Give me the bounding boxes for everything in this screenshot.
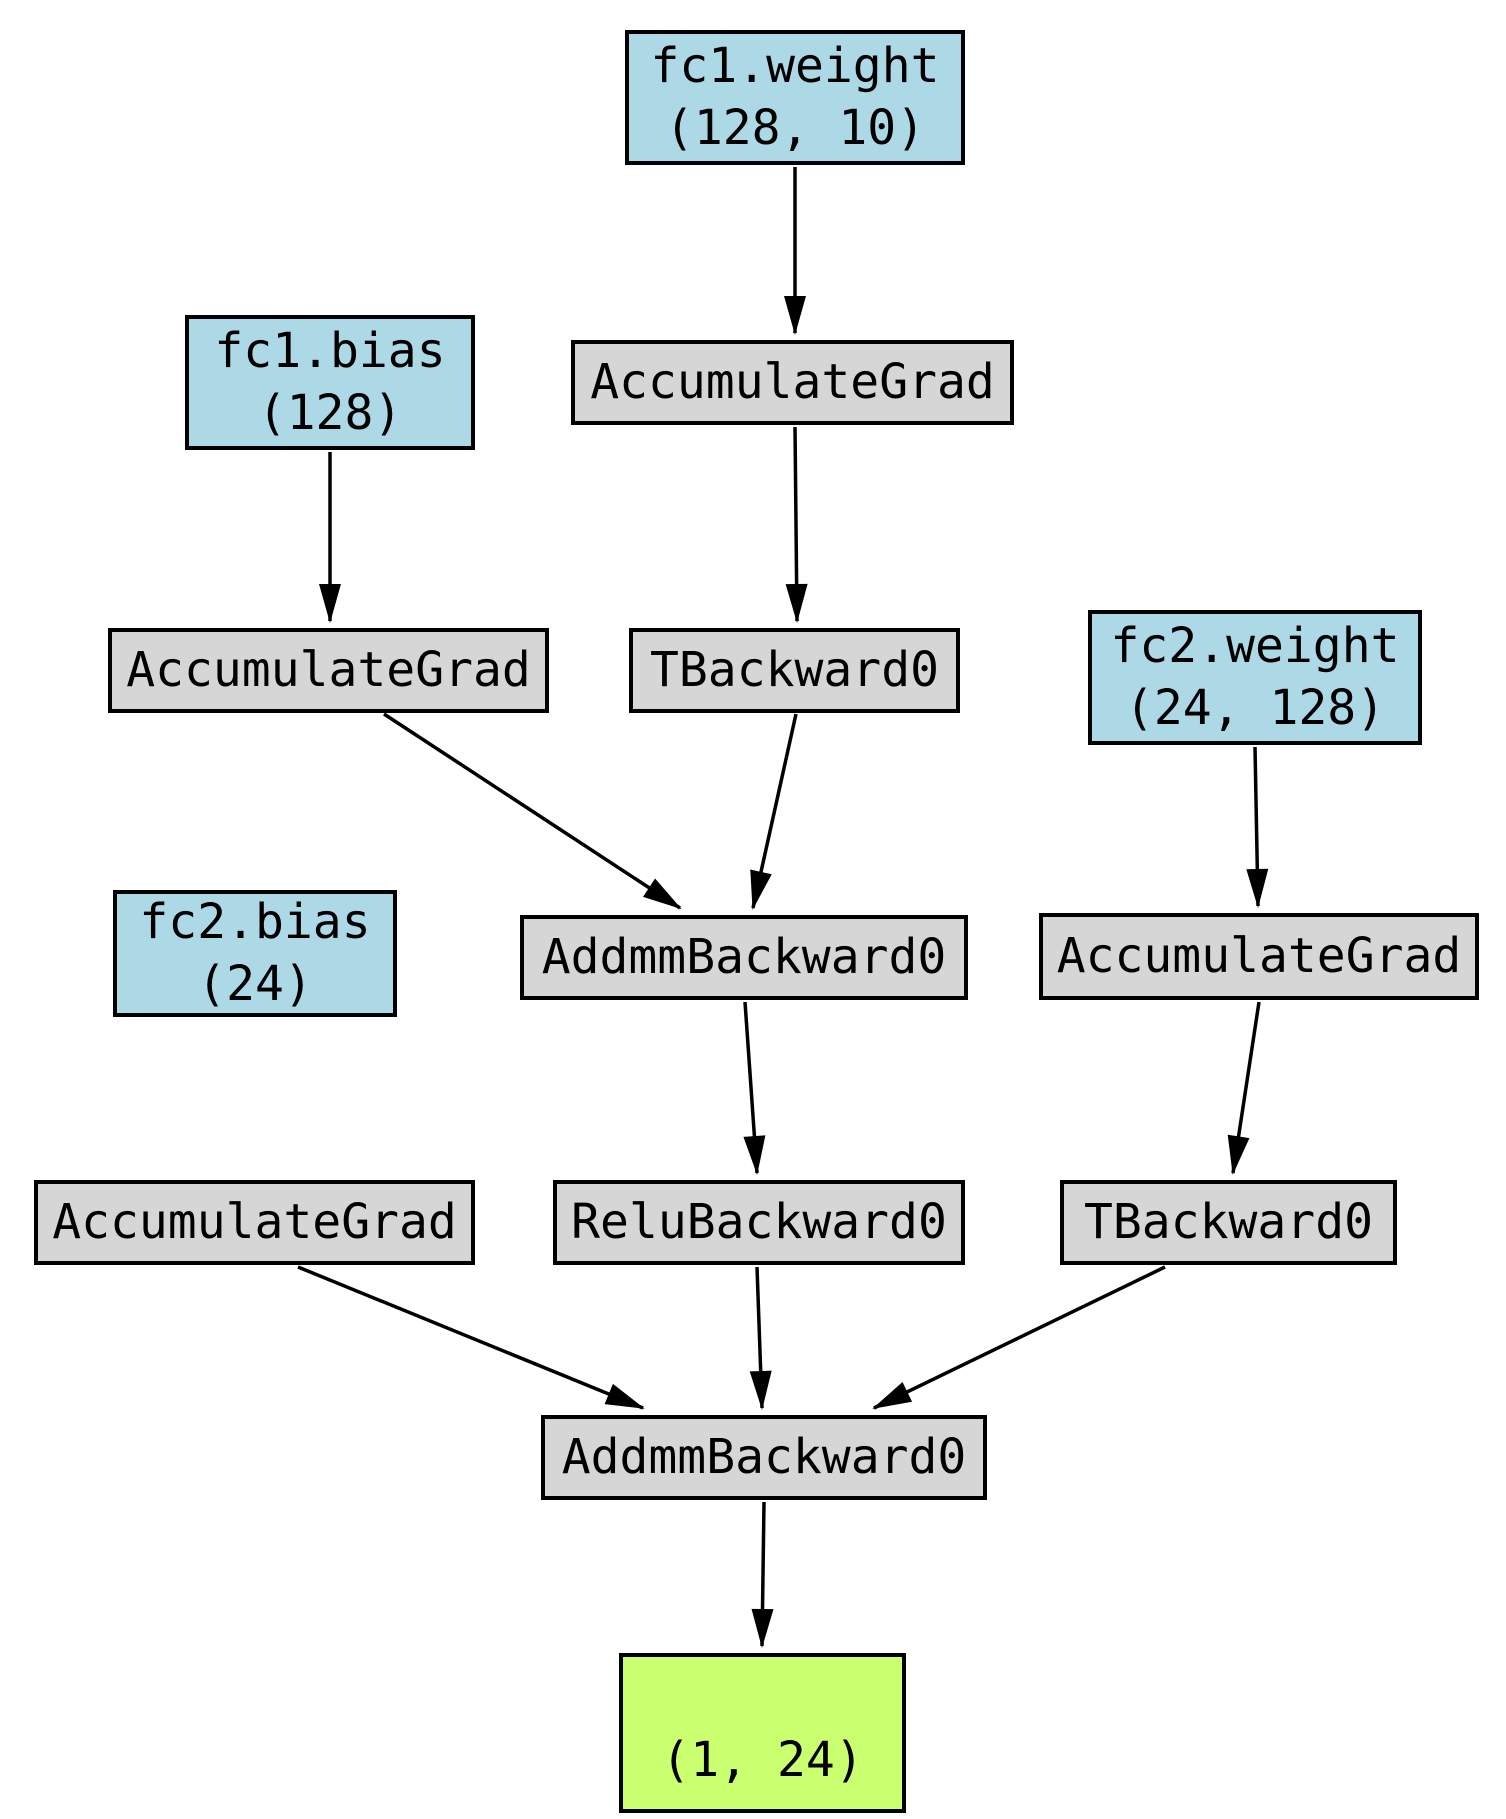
edge-accumulategrad-fc1-bias-to-addmmbackward-1: [383, 712, 682, 910]
node-accumulategrad-fc2-bias: AccumulateGrad: [34, 1180, 475, 1265]
edge-accumulategrad-fc1-weight-to-tbackward-fc1: [785, 426, 808, 623]
node-label: AccumulateGrad: [126, 641, 531, 698]
node-sublabel: (128): [257, 384, 403, 441]
edge-accumulategrad-fc2-weight-to-tbackward-fc2: [1227, 1001, 1261, 1175]
node-output-tensor: (1, 24): [619, 1653, 906, 1813]
edge-tbackward-fc2-to-addmmbackward-2: [872, 1265, 1166, 1410]
node-label: AccumulateGrad: [1056, 927, 1462, 984]
node-relubackward: ReluBackward0: [553, 1180, 965, 1265]
edge-tbackward-fc1-to-addmmbackward-1: [750, 713, 798, 910]
node-label: fc1.bias: [214, 323, 446, 380]
edge-accumulategrad-fc2-bias-to-addmmbackward-2: [297, 1265, 645, 1410]
node-label: fc2.bias: [139, 894, 371, 951]
node-label: ReluBackward0: [571, 1193, 947, 1250]
node-accumulategrad-fc1-bias: AccumulateGrad: [108, 628, 549, 713]
node-label: AddmmBackward0: [541, 928, 947, 985]
node-fc2-weight: fc2.weight(24, 128): [1088, 610, 1422, 745]
node-tbackward-fc2: TBackward0: [1060, 1180, 1397, 1265]
node-label: TBackward0: [650, 641, 939, 698]
node-tbackward-fc1: TBackward0: [629, 628, 960, 713]
edge-addmmbackward-2-to-output-tensor: [751, 1501, 774, 1648]
node-sublabel: (128, 10): [664, 99, 926, 156]
node-label: TBackward0: [1084, 1193, 1373, 1250]
node-sublabel: (24): [197, 955, 313, 1012]
edge-addmmbackward-1-to-relubackward: [743, 1001, 766, 1175]
node-sublabel: (24, 128): [1124, 679, 1386, 736]
node-fc1-bias: fc1.bias(128): [185, 315, 475, 450]
node-label: fc1.weight: [650, 38, 940, 95]
edge-relubackward-to-addmmbackward-2: [749, 1266, 772, 1410]
node-label: fc2.weight: [1110, 618, 1400, 675]
node-accumulategrad-fc1-weight: AccumulateGrad: [571, 340, 1014, 425]
node-accumulategrad-fc2-weight: AccumulateGrad: [1039, 913, 1479, 1000]
node-label: AccumulateGrad: [52, 1193, 457, 1250]
node-addmmbackward-2: AddmmBackward0: [541, 1415, 987, 1500]
node-label: AddmmBackward0: [561, 1428, 967, 1485]
node-fc1-weight: fc1.weight(128, 10): [625, 30, 965, 165]
node-fc2-bias: fc2.bias(24): [113, 890, 397, 1017]
node-label: (1, 24): [661, 1731, 864, 1788]
edge-fc2-weight-to-accumulategrad-fc2-weight: [1246, 746, 1269, 908]
node-label: AccumulateGrad: [590, 353, 995, 410]
node-addmmbackward-1: AddmmBackward0: [520, 915, 968, 1000]
